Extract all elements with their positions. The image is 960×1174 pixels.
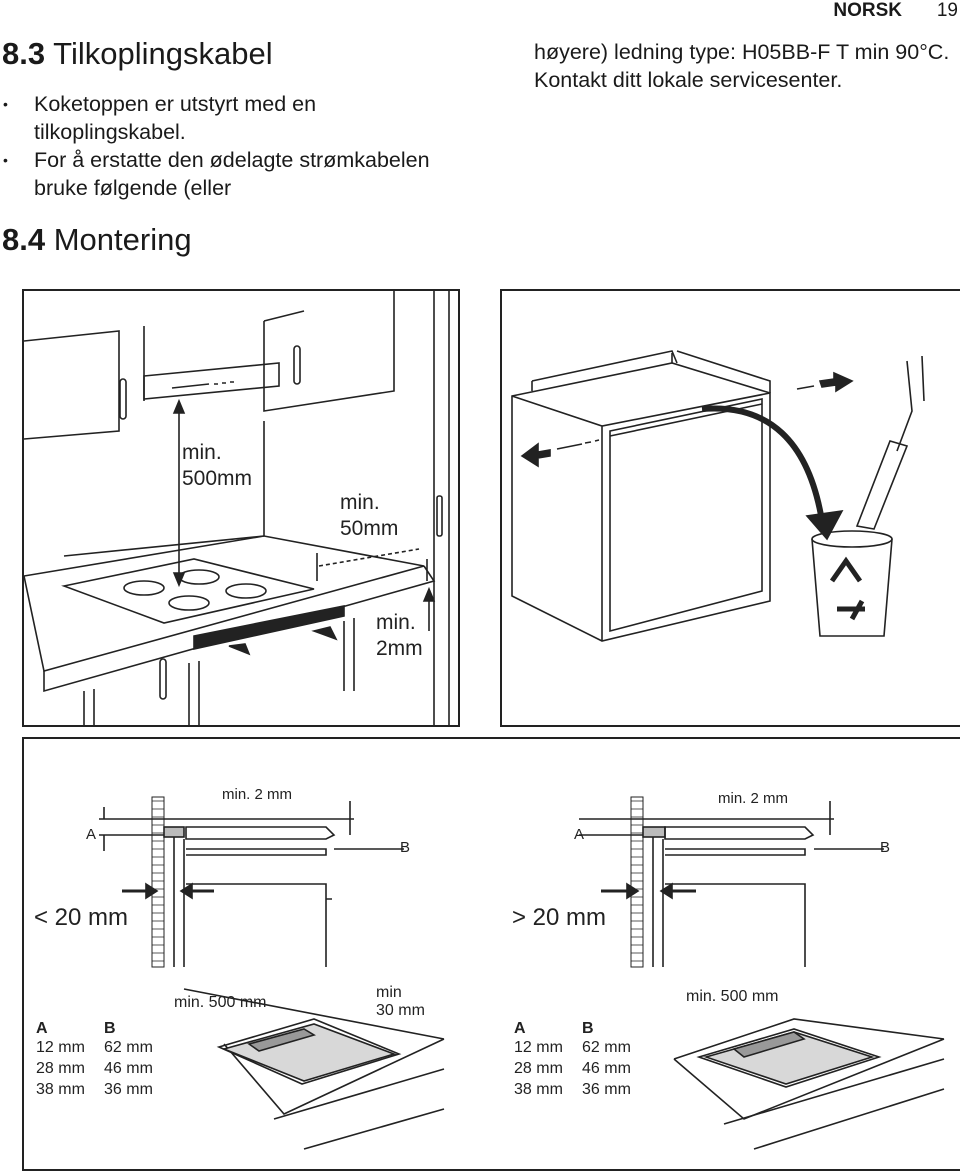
fig4-label-b: B <box>880 839 890 856</box>
bullet-continuation: høyere) ledning type: H05BB-F T min 90°C… <box>534 40 950 92</box>
right-wall-detail <box>579 796 884 968</box>
svg-text:A: A <box>514 1020 526 1037</box>
svg-text:46 mm: 46 mm <box>104 1060 153 1077</box>
svg-text:38 mm: 38 mm <box>36 1081 85 1098</box>
page-header: NORSK 19 <box>660 0 960 22</box>
hand-holding-strip-icon <box>855 355 925 530</box>
svg-text:36 mm: 36 mm <box>104 1081 153 1098</box>
fig5-min500: min. 500 mm <box>174 994 266 1011</box>
wall-cabinets-illustration <box>23 291 450 725</box>
label-min-2-l2: 2mm <box>376 637 423 660</box>
svg-text:B: B <box>582 1020 594 1037</box>
bottom-left-hob-illustration <box>183 988 445 1150</box>
countertop-illustration <box>23 421 436 725</box>
figure-installation-details: min. 2 mm A B < 20 mm min. 2 mm A B > 20… <box>22 737 960 1171</box>
left-wall-detail <box>99 796 404 968</box>
fig3-label-b: B <box>400 839 410 856</box>
svg-text:A: A <box>36 1020 48 1037</box>
fig3-min2mm: min. 2 mm <box>222 786 292 803</box>
base-cabinet-illustration <box>511 350 771 642</box>
fig4-min2mm: min. 2 mm <box>718 790 788 807</box>
section-heading-8-3: 8.3 Tilkoplingskabel <box>2 36 273 71</box>
svg-text:36 mm: 36 mm <box>582 1081 631 1098</box>
svg-text:28 mm: 28 mm <box>36 1060 85 1077</box>
bottom-right-hob-illustration <box>673 1018 945 1150</box>
page-number: 19 <box>936 0 958 21</box>
fig6-min500: min. 500 mm <box>686 988 778 1005</box>
header-language: NORSK <box>833 0 902 21</box>
label-min-2-l1: min. <box>376 611 416 634</box>
label-min-50-l2: 50mm <box>340 517 398 540</box>
figure-cabinet-recycle <box>500 289 960 727</box>
table-left: A B 12 mm 62 mm 28 mm 46 mm 38 mm 36 mm <box>36 1020 153 1098</box>
svg-text:12 mm: 12 mm <box>36 1039 85 1056</box>
svg-text:B: B <box>104 1020 116 1037</box>
label-min-500-l2: 500mm <box>182 467 252 490</box>
svg-text:46 mm: 46 mm <box>582 1060 631 1077</box>
label-min-500-l1: min. <box>182 441 222 464</box>
fig3-label-a: A <box>86 826 96 843</box>
svg-text:38 mm: 38 mm <box>514 1081 563 1098</box>
svg-text:62 mm: 62 mm <box>104 1039 153 1056</box>
svg-text:28 mm: 28 mm <box>514 1060 563 1077</box>
dimension-arrows <box>172 398 436 656</box>
bullet-item: •For å erstatte den ødelagte strømkabele… <box>3 148 430 200</box>
fig4-gap: > 20 mm <box>512 904 606 931</box>
bullet-item: •Koketoppen er utstyrt med en tilkopling… <box>3 92 317 144</box>
figure-hob-clearances: min. 500mm min. 50mm min. 2mm <box>22 289 460 727</box>
label-min-50-l1: min. <box>340 491 380 514</box>
recycle-bin-icon <box>811 530 893 637</box>
table-right: A B 12 mm 62 mm 28 mm 46 mm 38 mm 36 mm <box>514 1020 631 1098</box>
fig5-min30-l2: 30 mm <box>376 1002 425 1019</box>
section-heading-8-4: 8.4 Montering <box>2 222 192 257</box>
fig4-label-a: A <box>574 826 584 843</box>
fig3-gap: < 20 mm <box>34 904 128 931</box>
fig5-min30-l1: min <box>376 984 402 1001</box>
svg-text:62 mm: 62 mm <box>582 1039 631 1056</box>
screws-and-arrows <box>520 371 854 468</box>
svg-text:12 mm: 12 mm <box>514 1039 563 1056</box>
